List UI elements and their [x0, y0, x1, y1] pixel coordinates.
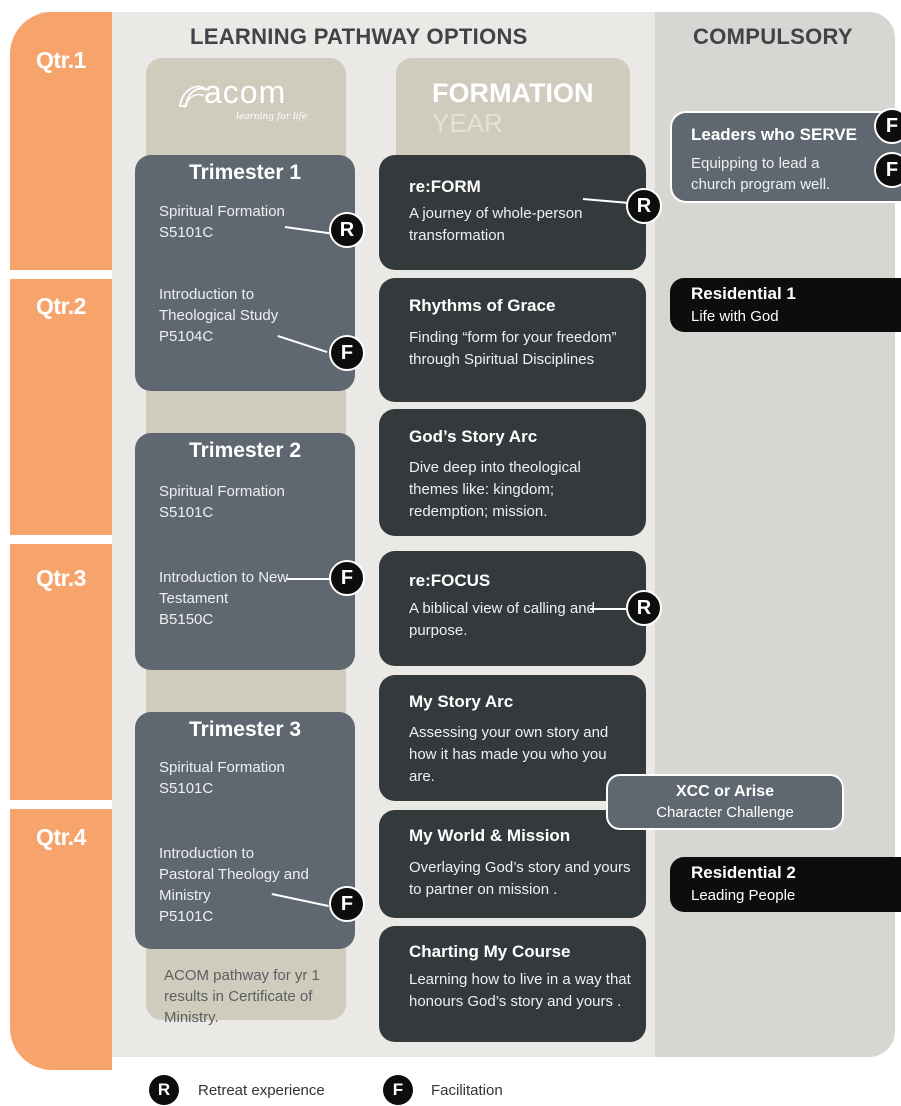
- trimester-title: Trimester 3: [188, 718, 302, 741]
- facilitation-badge: F: [329, 560, 365, 596]
- retreat-badge: R: [329, 212, 365, 248]
- formation-card-charting-my-course: Charting My Course Learning how to live …: [379, 926, 646, 1042]
- card-title: My Story Arc: [409, 692, 514, 711]
- legend-facilitation-badge: F: [383, 1075, 413, 1105]
- card-description: Assessing your own story and how it has …: [409, 724, 609, 785]
- card-description: A journey of whole-person transformation: [409, 205, 583, 244]
- course-name: Introduction to Pastoral Theology and Mi…: [159, 845, 309, 904]
- course-spiritual-formation: Spiritual Formation S5101C: [159, 757, 319, 799]
- card-subtitle: Character Challenge: [656, 804, 794, 821]
- card-title: re:FOCUS: [409, 571, 491, 590]
- trimester-title: Trimester 1: [188, 161, 302, 184]
- quarter-divider: [10, 800, 112, 809]
- retreat-badge: R: [626, 590, 662, 626]
- formation-card-rhythms-of-grace: Rhythms of Grace Finding “form for your …: [379, 278, 646, 402]
- card-description: Learning how to live in a way that honou…: [409, 971, 631, 1010]
- card-title: Rhythms of Grace: [409, 296, 556, 315]
- card-title: God’s Story Arc: [409, 427, 538, 446]
- card-description: Finding “form for your freedom” through …: [409, 329, 617, 368]
- course-code: S5101C: [159, 780, 214, 797]
- formation-subtitle: YEAR: [432, 108, 503, 138]
- formation-card-my-story-arc: My Story Arc Assessing your own story an…: [379, 675, 646, 801]
- quarter-divider: [10, 535, 112, 544]
- acom-pathway-note: ACOM pathway for yr 1 results in Certifi…: [164, 967, 320, 1026]
- trimester-2-card: Trimester 2 Spiritual Formation S5101C I…: [135, 433, 355, 670]
- card-title: XCC or Arise: [675, 783, 775, 800]
- quarter-label-3: Qtr.3: [36, 565, 86, 591]
- connector-line: [287, 578, 329, 580]
- connector-line: [590, 608, 627, 610]
- formation-card-reform: re:FORM A journey of whole-person transf…: [379, 155, 646, 270]
- quarter-label-2: Qtr.2: [36, 293, 86, 319]
- trimester-1-card: Trimester 1 Spiritual Formation S5101C I…: [135, 155, 355, 391]
- facilitation-badge: F: [329, 335, 365, 371]
- course-intro-new-testament: Introduction to New Testament B5150C: [159, 567, 289, 630]
- card-description: Dive deep into theological themes like: …: [409, 459, 581, 520]
- pathway-heading: LEARNING PATHWAY OPTIONS: [190, 24, 528, 49]
- card-description: Overlaying God’s story and yours to part…: [409, 859, 631, 898]
- course-intro-pastoral-theology: Introduction to Pastoral Theology and Mi…: [159, 843, 309, 927]
- course-code: P5101C: [159, 908, 214, 925]
- legend-facilitation-label: Facilitation: [431, 1082, 503, 1099]
- legend-retreat-label: Retreat experience: [198, 1082, 325, 1099]
- card-subtitle: Life with God: [691, 308, 779, 325]
- facilitation-badge: F: [874, 108, 901, 144]
- course-name: Spiritual Formation: [159, 483, 285, 500]
- acom-tagline: learning for life: [236, 112, 308, 122]
- card-subtitle: Leading People: [691, 887, 796, 904]
- residential-2-card: Residential 2 Leading People: [670, 857, 901, 912]
- course-name: Spiritual Formation: [159, 203, 285, 220]
- course-spiritual-formation: Spiritual Formation S5101C: [159, 481, 319, 523]
- trimester-3-card: Trimester 3 Spiritual Formation S5101C I…: [135, 712, 355, 949]
- course-code: B5150C: [159, 611, 214, 628]
- residential-1-card: Residential 1 Life with God: [670, 278, 901, 332]
- acom-logo-icon: [178, 85, 207, 109]
- compulsory-heading: COMPULSORY: [693, 24, 853, 49]
- card-description: A biblical view of calling and purpose.: [409, 600, 595, 639]
- course-name: Introduction to Theological Study: [159, 286, 279, 324]
- card-description: Equipping to lead a church program well.: [691, 155, 831, 193]
- card-title: Residential 1: [691, 284, 796, 303]
- formation-card-my-world-mission: My World & Mission Overlaying God’s stor…: [379, 810, 646, 918]
- leaders-who-serve-card: Leaders who SERVE Equipping to lead a ch…: [670, 111, 901, 203]
- retreat-badge: R: [626, 188, 662, 224]
- facilitation-badge: F: [874, 152, 901, 188]
- course-code: P5104C: [159, 328, 214, 345]
- xcc-arise-card: XCC or Arise Character Challenge: [606, 774, 844, 830]
- card-title: re:FORM: [409, 177, 481, 196]
- quarter-divider: [10, 270, 112, 279]
- formation-title: FORMATION: [432, 78, 594, 108]
- trimester-title: Trimester 2: [188, 439, 302, 462]
- course-name: Spiritual Formation: [159, 759, 285, 776]
- formation-card-gods-story-arc: God’s Story Arc Dive deep into theologic…: [379, 409, 646, 536]
- course-name: Introduction to New Testament: [159, 569, 289, 607]
- course-code: S5101C: [159, 224, 214, 241]
- card-title: My World & Mission: [409, 826, 571, 845]
- card-title: Charting My Course: [409, 942, 571, 961]
- facilitation-badge: F: [329, 886, 365, 922]
- quarter-label-1: Qtr.1: [36, 47, 86, 73]
- course-code: S5101C: [159, 504, 214, 521]
- acom-logo-text: acom: [204, 74, 287, 110]
- card-title: Leaders who SERVE: [691, 125, 857, 144]
- course-spiritual-formation: Spiritual Formation S5101C: [159, 201, 319, 243]
- card-title: Residential 2: [691, 863, 796, 882]
- quarter-label-4: Qtr.4: [36, 824, 86, 850]
- legend-retreat-badge: R: [149, 1075, 179, 1105]
- course-intro-theological-study: Introduction to Theological Study P5104C: [159, 284, 319, 347]
